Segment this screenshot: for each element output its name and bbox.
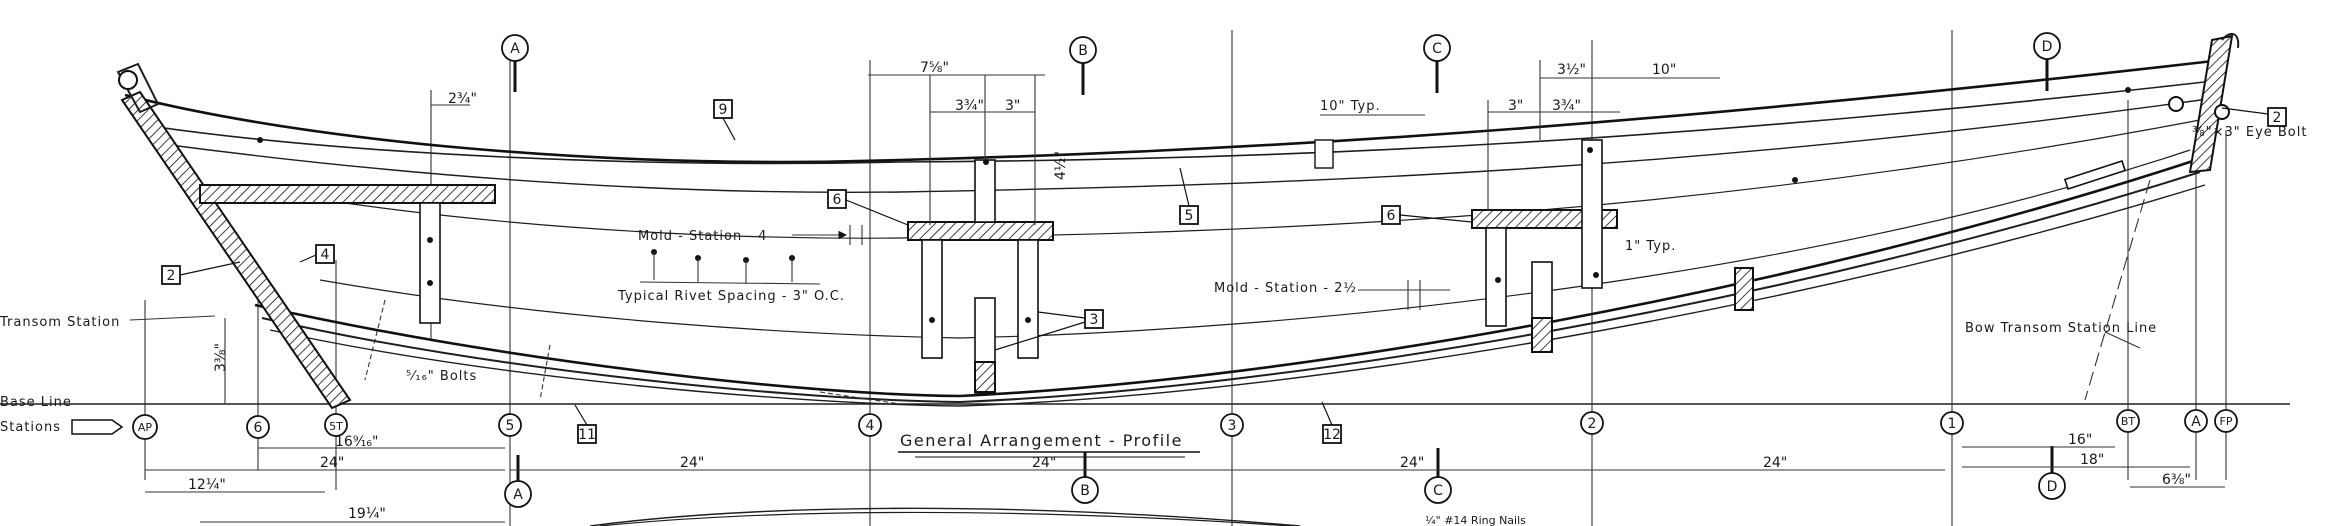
dim-24-a: 24": [320, 455, 344, 471]
section-c-bottom: C: [1433, 483, 1443, 499]
section-d-top: D: [2042, 39, 2053, 55]
dim-3-3-4-c: 3¾": [1552, 98, 1581, 114]
bow-transom-station-line: [2084, 179, 2151, 401]
top-dimensions: 2¾" 7⅝" 3¾" 3" 4½" 3" 3¾" 3½" 10" 3⅜": [213, 60, 1720, 404]
one-typ-label: 1" Typ.: [1625, 239, 1676, 254]
part-tags: 9 5 6 6 3 2 4 2 11 12: [161, 99, 2287, 444]
section-d-bottom: D: [2047, 479, 2058, 495]
tag-2-stern: 2: [167, 268, 176, 284]
station-fp: FP: [2220, 415, 2233, 428]
section-b-top: B: [1078, 43, 1088, 59]
stations-label-group: Stations: [0, 419, 124, 435]
thwart-c: [1314, 139, 1754, 353]
dim-16: 16": [2068, 432, 2092, 448]
bottom-dimensions: 16⁹⁄₁₆" 24" 24" 24" 24" 24" 12¼" 19¼" 16…: [145, 432, 2225, 523]
transom-station-label: Transom Station: [0, 315, 120, 330]
plan-view-edge: [589, 507, 1301, 526]
stern-transom: [116, 62, 352, 410]
transom-station-leader: [129, 315, 216, 321]
rivet-marks: [257, 87, 2131, 323]
station-5t: 5T: [329, 420, 343, 433]
tag-6-b: 6: [833, 192, 842, 208]
plan-view-edge-inner: [599, 511, 1291, 526]
dim-2-3-4: 2¾": [448, 91, 477, 107]
station-bt: BT: [2121, 415, 2136, 428]
tag-12: 12: [1323, 427, 1341, 443]
dim-12-1-4: 12¼": [188, 477, 226, 493]
station-5: 5: [506, 418, 515, 434]
bolts-label: ⁵⁄₁₆" Bolts: [406, 369, 477, 384]
dim-16-9-16: 16⁹⁄₁₆": [335, 434, 378, 450]
dim-3-1-2: 3½": [1557, 62, 1586, 78]
rivet-row-ticks: [639, 252, 821, 285]
section-c-top: C: [1432, 41, 1442, 57]
dim-3-c: 3": [1508, 98, 1523, 114]
drawing-title: General Arrangement - Profile: [900, 431, 1183, 450]
section-b-bottom: B: [1080, 483, 1090, 499]
station-1: 1: [1948, 416, 1957, 432]
section-markers-top: A B C D: [501, 32, 2061, 95]
station-6: 6: [254, 420, 263, 436]
mold-station-markers: [849, 225, 1450, 310]
tag-4: 4: [321, 247, 330, 263]
station-2: 2: [1588, 416, 1597, 432]
station-3: 3: [1228, 418, 1237, 434]
bolt-lines: [364, 299, 901, 405]
section-a-top: A: [510, 41, 520, 57]
tag-11: 11: [578, 427, 596, 443]
section-a-bottom: A: [513, 487, 523, 503]
dim-3-3-4-b: 3¾": [955, 98, 984, 114]
bow-stem: [2168, 32, 2240, 174]
typical-rivet-label: Typical Rivet Spacing - 3" O.C.: [617, 289, 845, 304]
bow-transom-leader: [2104, 331, 2141, 349]
ten-typ-label: 10" Typ.: [1320, 99, 1381, 114]
bow-transom-label: Bow Transom Station Line: [1965, 321, 2157, 336]
base-line-label: Base Line: [0, 395, 72, 410]
stern-thwart: [199, 184, 496, 324]
dim-19-1-4: 19¼": [348, 506, 386, 522]
dim-3-2-8: 3⅜": [213, 343, 229, 372]
dim-3-b: 3": [1005, 98, 1020, 114]
dim-24-b: 24": [680, 455, 704, 471]
dim-10: 10": [1652, 62, 1676, 78]
cut-note: ¼" #14 Ring Nails: [1425, 514, 1526, 526]
eye-bolt-label: ⅜"×3" Eye Bolt: [2192, 125, 2307, 140]
station-ap: AP: [138, 421, 153, 434]
bow-breasthook: [2063, 159, 2127, 191]
dim-4-1-2: 4½": [1053, 151, 1069, 180]
station-circles: AP 6 5T 5 4 3 2 1 BT A FP: [132, 409, 2238, 440]
tag-9: 9: [719, 102, 728, 118]
tag-5: 5: [1185, 208, 1194, 224]
mold-station-4-label: Mold - Station - 4: [638, 229, 767, 244]
dim-24-d: 24": [1400, 455, 1424, 471]
station-4: 4: [866, 418, 875, 434]
dim-18: 18": [2080, 452, 2104, 468]
mold-station-2half-label: Mold - Station - 2½: [1214, 281, 1357, 296]
station-a: A: [2191, 414, 2201, 430]
stations-label: Stations: [0, 420, 61, 435]
thwart-b: [907, 159, 1054, 394]
dim-24-c: 24": [1032, 455, 1056, 471]
tag-3: 3: [1090, 312, 1099, 328]
dim-7-5-8: 7⅝": [920, 60, 949, 76]
section-markers-bottom: A B C D: [504, 446, 2066, 508]
dim-24-e: 24": [1763, 455, 1787, 471]
keel-lines: [254, 149, 2206, 407]
dim-6-3-8: 6⅜": [2162, 472, 2191, 488]
tag-2-bow: 2: [2273, 110, 2282, 126]
tag-6-c: 6: [1387, 208, 1396, 224]
